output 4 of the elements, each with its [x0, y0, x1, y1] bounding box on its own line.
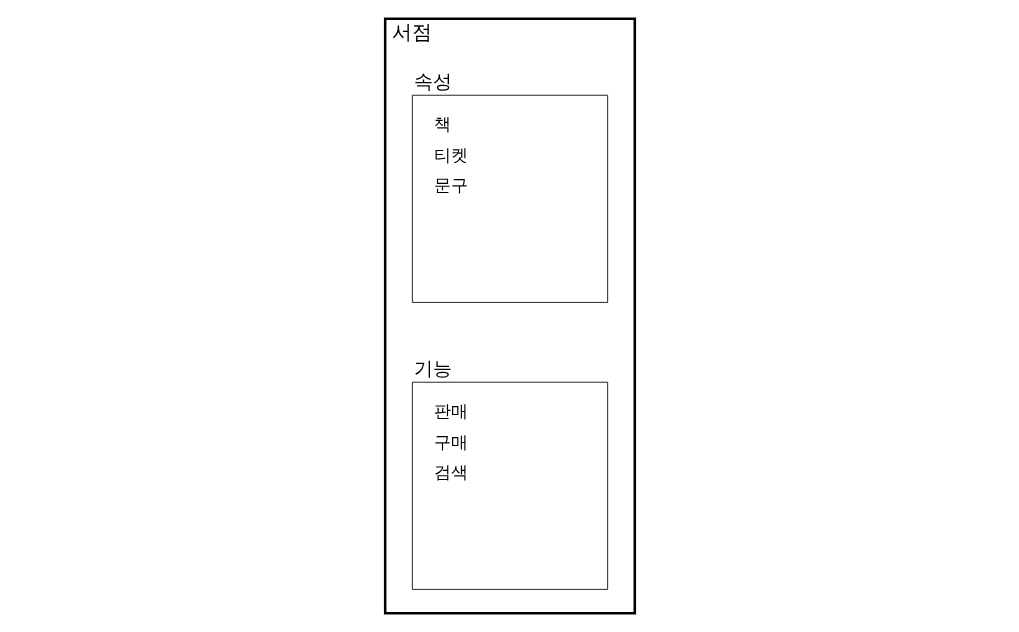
node-label: 기능	[413, 358, 452, 380]
node-label: 속성	[413, 71, 452, 93]
node-box: 책 티켓 문구	[411, 94, 608, 303]
node-box: 판매 구매 검색	[411, 381, 608, 590]
